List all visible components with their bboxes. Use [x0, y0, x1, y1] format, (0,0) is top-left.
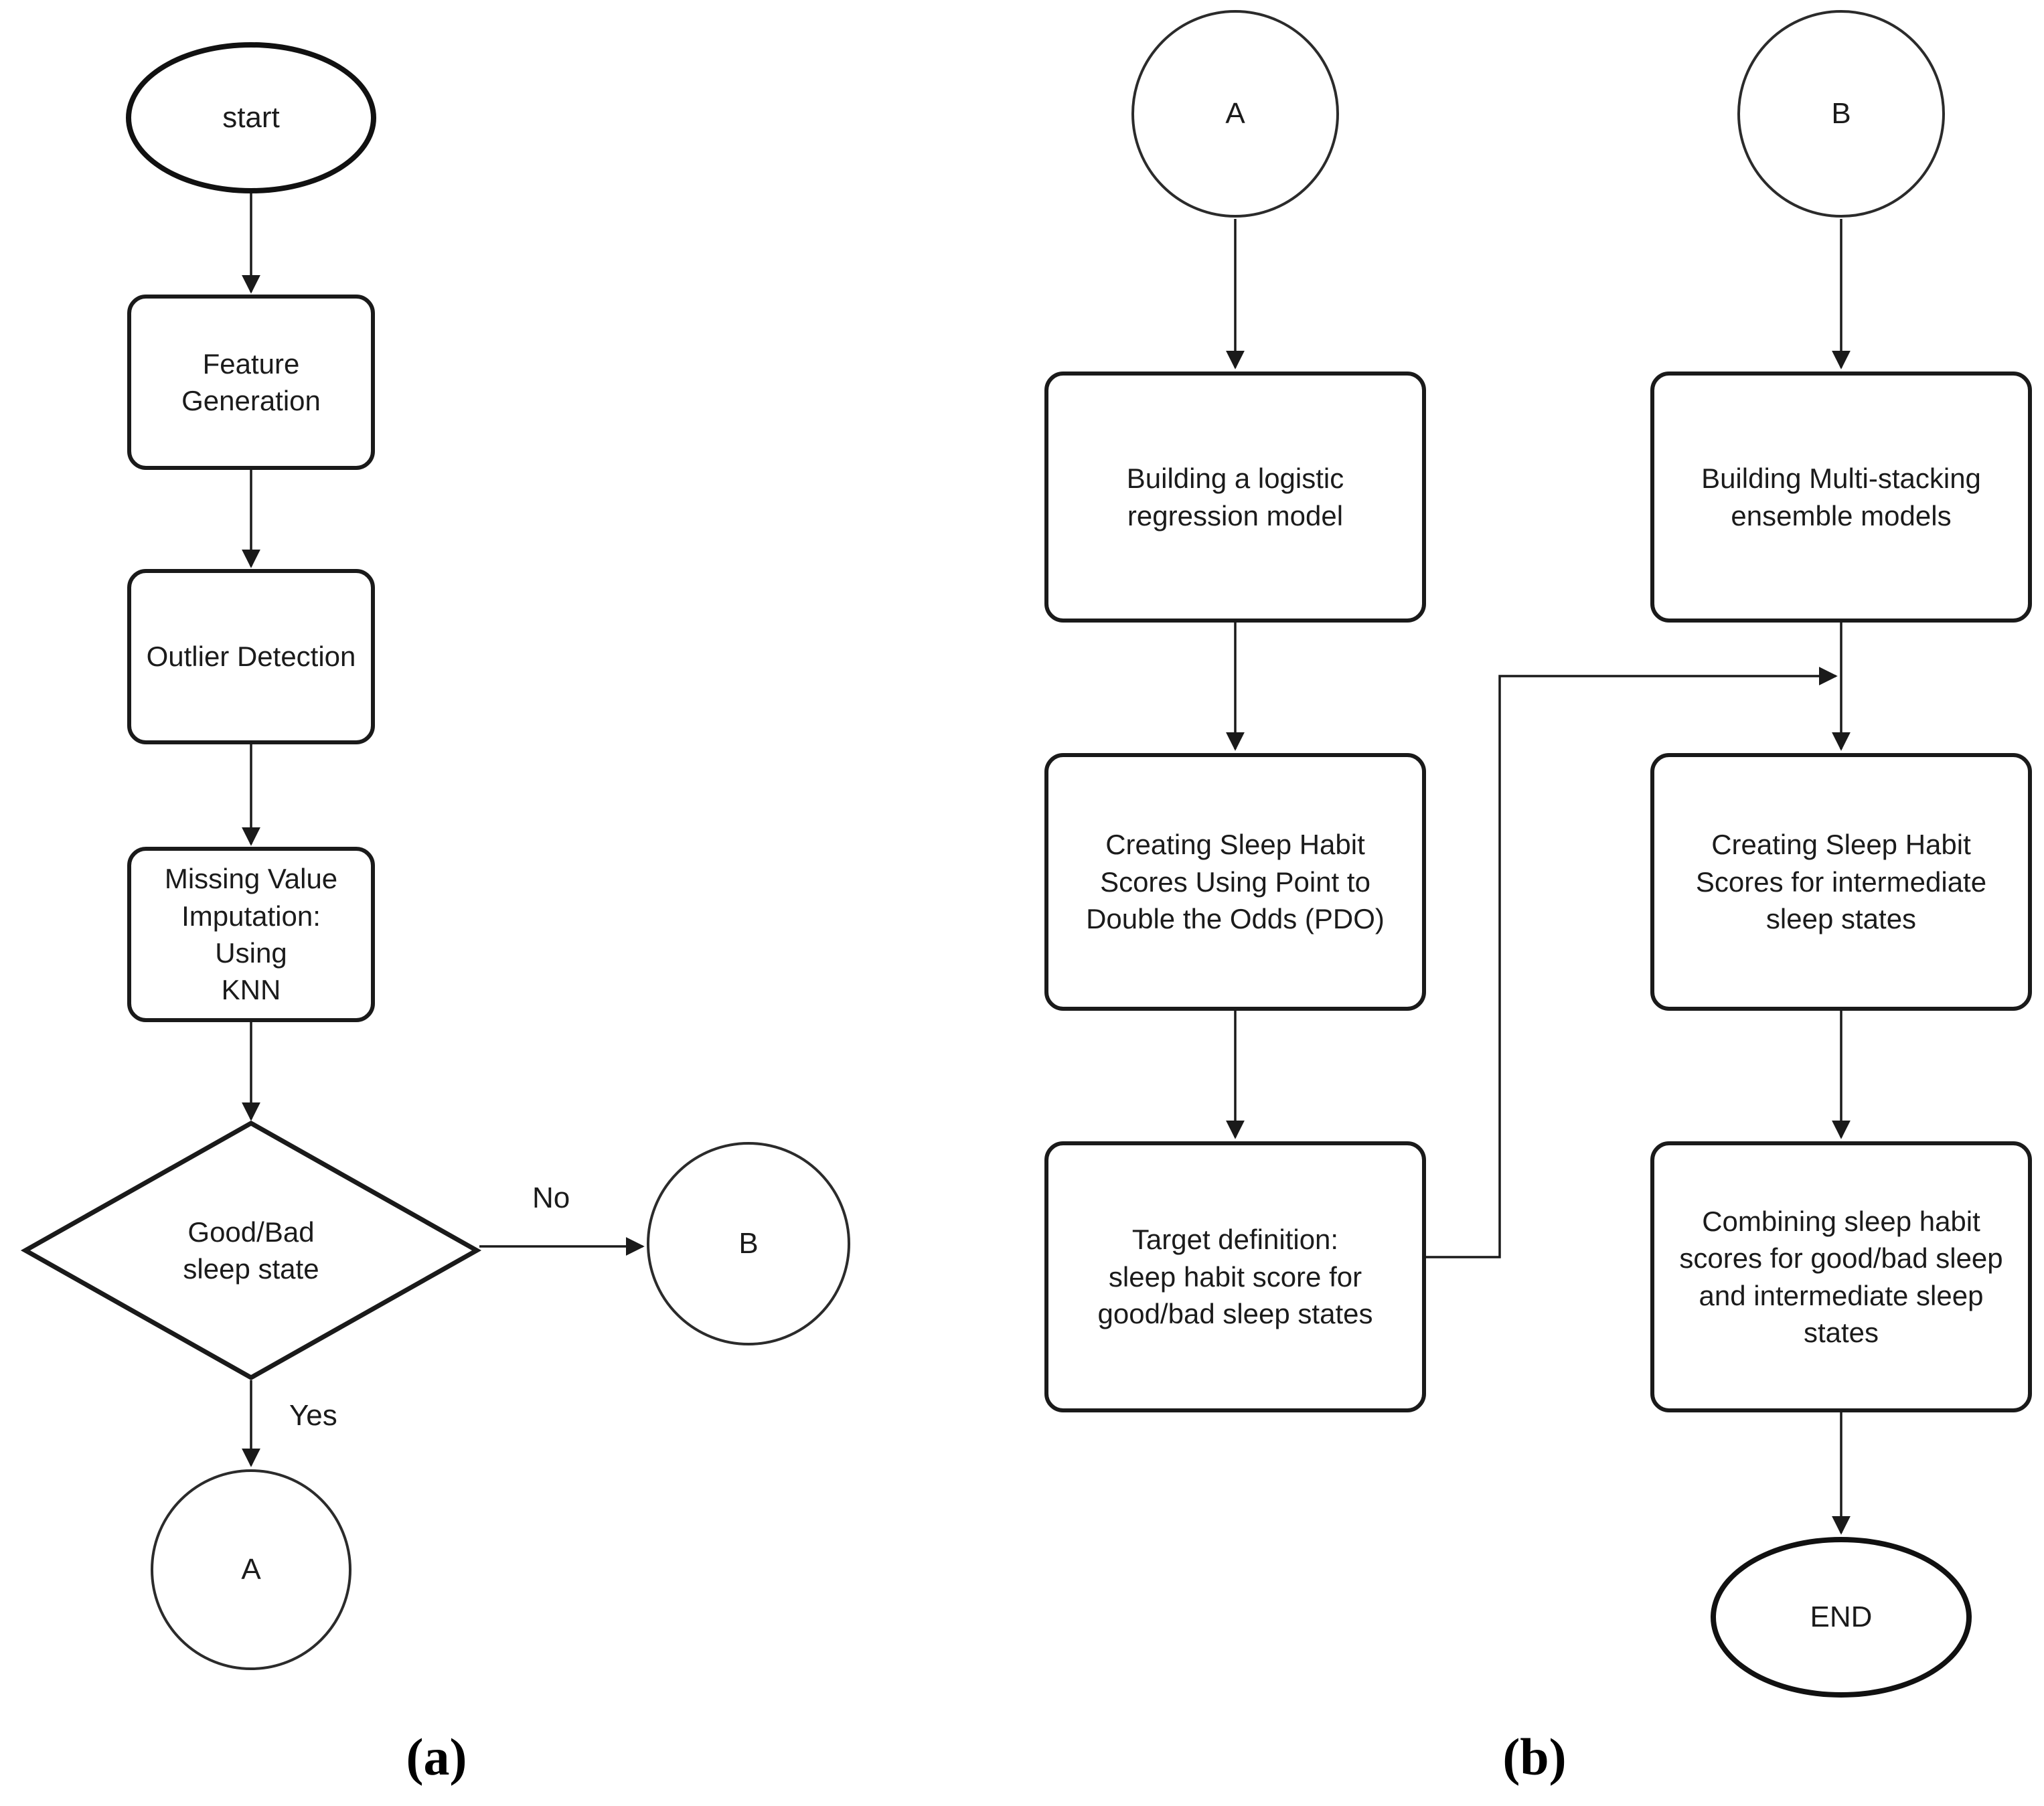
combining-scores-node: Combining sleep habit scores for good/ba…	[1650, 1141, 2032, 1412]
end-node: END	[1711, 1537, 1972, 1698]
missing-value-imputation-node: Missing Value Imputation: Using KNN	[127, 847, 375, 1022]
yes-branch-label: Yes	[289, 1399, 337, 1432]
entry-b-node: B	[1737, 10, 1945, 218]
outlier-detection-node: Outlier Detection	[127, 569, 375, 744]
decision-diamond	[20, 1120, 482, 1381]
target-definition-node: Target definition: sleep habit score for…	[1044, 1141, 1426, 1412]
caption-b: (b)	[1502, 1728, 1567, 1786]
connector-a-node: A	[151, 1469, 351, 1670]
connector-target-definition-to-intermediate	[1425, 667, 1838, 1258]
decision-node-label: Good/Bad sleep state	[183, 1216, 319, 1285]
no-branch-label: No	[532, 1181, 570, 1214]
pdo-scores-node: Creating Sleep Habit Scores Using Point …	[1044, 753, 1426, 1011]
connector-b-node: B	[647, 1142, 850, 1345]
feature-generation-node: Feature Generation	[127, 295, 375, 470]
entry-a-node: A	[1131, 10, 1339, 218]
start-node: start	[126, 42, 376, 193]
intermediate-scores-node: Creating Sleep Habit Scores for intermed…	[1650, 753, 2032, 1011]
multi-stacking-node: Building Multi-stacking ensemble models	[1650, 372, 2032, 623]
logistic-regression-node: Building a logistic regression model	[1044, 372, 1426, 623]
caption-a: (a)	[406, 1728, 467, 1786]
